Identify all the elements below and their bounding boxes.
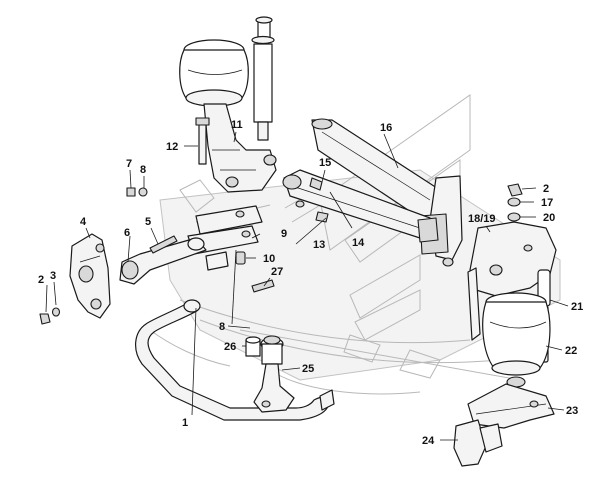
callout-7: 7 xyxy=(126,158,132,170)
nut-7 xyxy=(126,187,136,197)
callout-11: 11 xyxy=(231,119,243,131)
callout-labels: 1 2 3 4 5 6 7 8 8 9 10 11 12 13 14 15 16… xyxy=(38,119,583,447)
hanger-bracket-4 xyxy=(69,233,111,319)
callout-21: 21 xyxy=(571,301,583,313)
callout-13: 13 xyxy=(313,239,325,251)
lateral-rod-14 xyxy=(282,169,439,243)
callout-25: 25 xyxy=(302,363,314,375)
callout-27: 27 xyxy=(271,266,283,278)
callout-23: 23 xyxy=(566,405,578,417)
bolt-13 xyxy=(295,200,329,223)
nut-2-left xyxy=(39,313,51,325)
callout-2-left: 2 xyxy=(38,274,44,286)
callout-6: 6 xyxy=(124,227,130,239)
callout-15: 15 xyxy=(319,157,331,169)
callout-16: 16 xyxy=(380,122,392,134)
trailing-arm-6 xyxy=(119,237,207,285)
pin-15 xyxy=(309,177,323,191)
air-spring-22 xyxy=(482,292,551,388)
callout-17: 17 xyxy=(541,197,553,209)
bolt-5 xyxy=(149,235,178,254)
air-spring-upper xyxy=(179,39,277,193)
bolt-27 xyxy=(251,279,275,293)
callout-1: 1 xyxy=(182,417,188,429)
callout-5: 5 xyxy=(145,216,151,228)
air-spring-bracket-23 xyxy=(467,383,555,429)
bracket-clamp-24 xyxy=(453,419,503,467)
callout-10: 10 xyxy=(263,253,275,265)
callout-20: 20 xyxy=(543,212,555,224)
bolt-12 xyxy=(195,117,210,165)
callout-2-right: 2 xyxy=(543,183,549,195)
callout-14: 14 xyxy=(352,237,365,249)
washer-17 xyxy=(507,197,521,207)
spacer-20 xyxy=(507,212,521,222)
stabilizer-link-25 xyxy=(253,335,295,413)
callout-26: 26 xyxy=(224,341,236,353)
callout-12: 12 xyxy=(166,141,178,153)
callout-24: 24 xyxy=(422,435,435,447)
callout-4: 4 xyxy=(80,216,87,228)
shock-absorber xyxy=(251,16,275,141)
callout-22: 22 xyxy=(565,345,577,357)
callout-3: 3 xyxy=(50,270,56,282)
nut-2-right xyxy=(507,183,523,197)
leader-lines xyxy=(45,131,569,441)
callout-8-top: 8 xyxy=(140,164,146,176)
washer-8 xyxy=(138,187,148,197)
callout-9: 9 xyxy=(281,228,287,240)
bushing-26 xyxy=(245,336,261,357)
callout-8-bottom: 8 xyxy=(219,321,225,333)
bushing-10 xyxy=(235,251,246,265)
washer-3 xyxy=(51,307,61,317)
callout-18-19: 18/19 xyxy=(468,213,496,225)
